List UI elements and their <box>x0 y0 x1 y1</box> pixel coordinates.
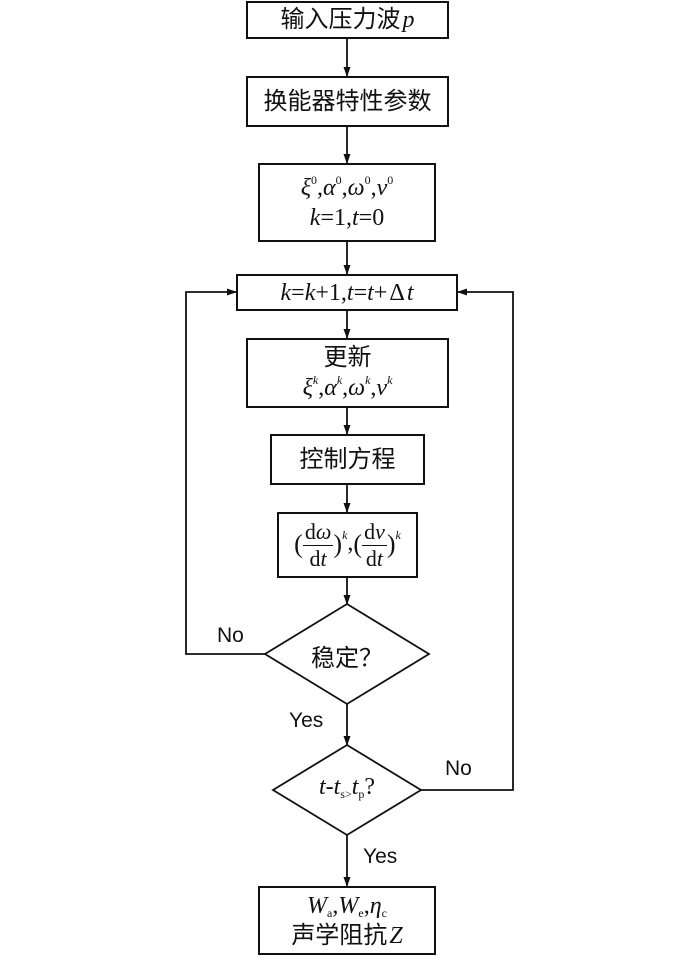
update-box: 更新 ξk,αk,ωk,vk <box>246 338 449 408</box>
update-state-vars: ξk,αk,ωk,vk <box>302 373 393 401</box>
edge-label-yes-middle: Yes <box>289 709 324 732</box>
initial-state-vars: ξ0,α0,ω0,v0 <box>300 172 394 201</box>
loop-increment-box: k=k+1,t=t+ Δ t <box>236 274 458 311</box>
pressure-variable: p <box>402 7 415 33</box>
edge-label-no-left: No <box>217 624 244 647</box>
initial-values-box: ξ0,α0,ω0,v0 k=1,t=0 <box>258 163 436 242</box>
control-equation-box: 控制方程 <box>270 434 425 485</box>
transducer-params-label: 换能器特性参数 <box>263 88 432 115</box>
time-decision-label: t-ts>tp? <box>318 774 376 801</box>
decision-time-shape <box>271 743 423 837</box>
control-equation-label: 控制方程 <box>299 446 396 473</box>
decision-stable-shape <box>263 602 431 706</box>
edge-label-yes-bottom: Yes <box>363 845 398 868</box>
edge-label-no-right: No <box>445 757 472 780</box>
arrow-time-no-loopback <box>421 288 514 791</box>
arrow-stable-no-loopback <box>185 288 265 655</box>
input-pressure-label: 输入压力波 <box>280 7 401 33</box>
stable-decision-label: 稳定？ <box>311 646 383 672</box>
loop-increment-expr: k=k+1,t=t+ Δ t <box>280 279 414 306</box>
output-impedance: 声学阻抗 Z <box>291 922 403 949</box>
output-box: Wa,We,ηc 声学阻抗 Z <box>258 886 436 955</box>
transducer-params-box: 换能器特性参数 <box>246 76 449 127</box>
initial-counters: k=1,t=0 <box>309 204 385 231</box>
input-pressure-box: 输入压力波 p <box>246 1 449 39</box>
update-label: 更新 <box>323 345 372 371</box>
output-work-vars: Wa,We,ηc <box>307 892 387 920</box>
